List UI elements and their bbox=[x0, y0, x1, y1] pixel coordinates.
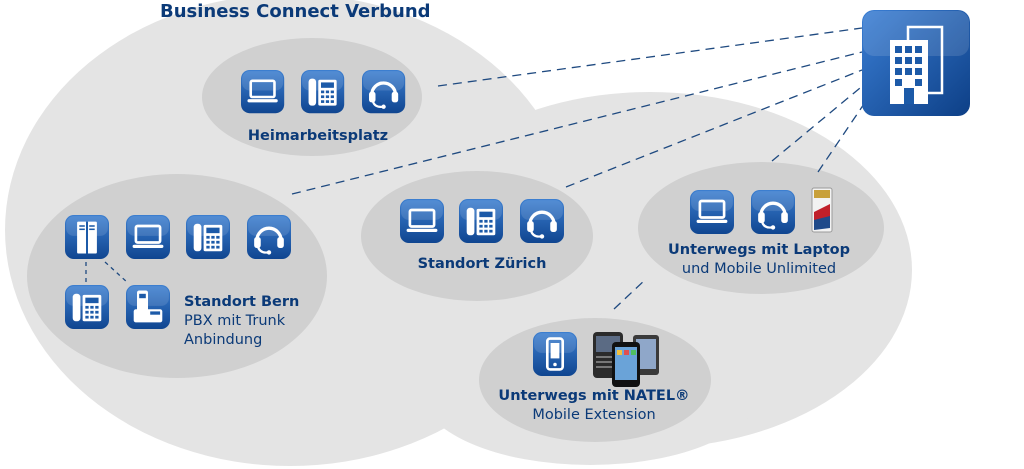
headset-icon bbox=[751, 190, 795, 234]
desk-phone-icon bbox=[65, 285, 109, 329]
unterwegs-natel-devices bbox=[533, 332, 659, 387]
laptop-icon bbox=[690, 190, 734, 234]
office-building-icon bbox=[862, 10, 970, 116]
connector-lines bbox=[85, 27, 869, 310]
laptop-icon bbox=[126, 215, 170, 259]
mobile-phone-icon bbox=[533, 332, 577, 376]
connector-pbx-cordless bbox=[104, 261, 129, 284]
group-subtitle: und Mobile Unlimited bbox=[681, 261, 837, 277]
connector-standort-zuerich bbox=[565, 69, 863, 188]
smartphones-icon bbox=[593, 332, 659, 387]
group-title: Unterwegs mit Laptop bbox=[667, 242, 851, 258]
label-heimarbeitsplatz: Heimarbeitsplatz bbox=[248, 127, 388, 146]
connector-unterwegs-laptop-1 bbox=[771, 82, 867, 162]
group-subtitle: PBX mit Trunk bbox=[184, 313, 286, 329]
connector-heimarbeitsplatz bbox=[437, 27, 863, 87]
label-standort-bern: Standort Bern PBX mit Trunk Anbindung bbox=[184, 293, 299, 350]
desk-phone-icon bbox=[459, 199, 503, 243]
pbx-cabinet-icon bbox=[65, 215, 109, 259]
group-title: Standort Bern bbox=[184, 294, 300, 310]
group-title: Standort Zürich bbox=[417, 256, 547, 272]
desk-phone-icon bbox=[186, 215, 230, 259]
label-unterwegs-laptop: Unterwegs mit Laptop und Mobile Unlimite… bbox=[668, 241, 850, 279]
unterwegs-laptop-devices bbox=[690, 187, 833, 234]
laptop-icon bbox=[400, 199, 444, 243]
group-subtitle: Anbindung bbox=[184, 332, 263, 348]
usb-modem-icon bbox=[811, 187, 833, 233]
cordless-phone-icon bbox=[126, 285, 170, 329]
standort-zuerich-devices bbox=[400, 199, 564, 243]
label-unterwegs-natel: Unterwegs mit NATEL® Mobile Extension bbox=[498, 387, 689, 425]
laptop-icon bbox=[241, 70, 284, 113]
group-title: Unterwegs mit NATEL® bbox=[498, 388, 690, 404]
connector-standort-bern bbox=[291, 51, 863, 195]
headset-icon bbox=[247, 215, 291, 259]
headset-icon bbox=[362, 70, 405, 113]
diagram-title: Business Connect Verbund bbox=[160, 1, 431, 22]
group-subtitle: Mobile Extension bbox=[532, 407, 656, 423]
connector-unterwegs-natel bbox=[613, 278, 647, 310]
heimarbeitsplatz-devices bbox=[241, 70, 405, 113]
label-standort-zuerich: Standort Zürich bbox=[418, 255, 547, 274]
group-title: Heimarbeitsplatz bbox=[247, 128, 389, 144]
desk-phone-icon bbox=[301, 70, 344, 113]
headset-icon bbox=[520, 199, 564, 243]
